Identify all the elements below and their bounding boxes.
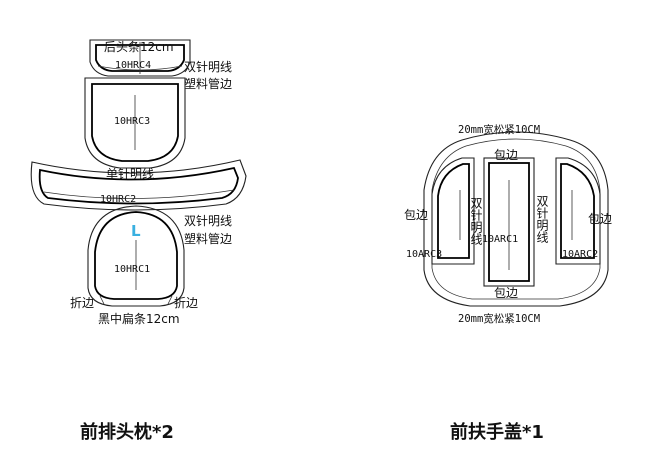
label-top-strip: 后头条12cm: [104, 40, 174, 54]
label-double-stitch-mid: 双针明线: [184, 213, 232, 228]
label-fold-right: 折边: [174, 295, 198, 310]
caption-front-armrest: 前扶手盖*1: [450, 421, 544, 443]
label-stitch-right: 双针明线: [535, 195, 549, 243]
label-stitch-left: 双针明线: [469, 197, 483, 245]
piece-10hrc1: [87, 205, 185, 307]
label-plastic-piping-top: 塑料管边: [184, 76, 232, 91]
caption-front-headrest: 前排头枕*2: [80, 421, 174, 443]
label-edge-bottom: 包边: [494, 286, 518, 300]
label-edge-right: 包边: [588, 212, 612, 226]
piece-10arc3: [431, 157, 475, 265]
label-fold-left: 折边: [70, 295, 94, 310]
label-double-stitch-top: 双针明线: [184, 59, 232, 74]
headrest-pattern-group: 后头条12cm 10HRC4 双针明线 塑料管边 10HRC3 单针明线 10H…: [30, 39, 247, 443]
piece-10hrc4: [89, 39, 191, 77]
code-10arc1: 10ARC1: [482, 234, 518, 245]
piece-10arc2: [555, 157, 601, 265]
piece-10hrc3: [84, 77, 186, 169]
elastic-loop-outline: [423, 131, 609, 307]
code-10arc2: 10ARC2: [562, 249, 598, 260]
elastic-loop-inner: [431, 138, 601, 300]
piece-10hrc2: [30, 159, 247, 211]
label-edge-top: 包边: [494, 148, 518, 162]
label-edge-left: 包边: [404, 208, 428, 222]
label-single-stitch: 单针明线: [106, 166, 154, 181]
size-mark: L: [131, 222, 141, 240]
armrest-pattern-group: 10ARC3 10ARC1 10ARC2 20mm宽松紧10CM 包边 包边 包…: [404, 123, 612, 443]
code-10hrc3: 10HRC3: [114, 116, 150, 127]
code-10arc3: 10ARC3: [406, 249, 442, 260]
label-top-elastic: 20mm宽松紧10CM: [458, 123, 540, 136]
piece-10arc1: [483, 157, 535, 287]
label-bottom-elastic: 20mm宽松紧10CM: [458, 312, 540, 325]
code-10hrc2: 10HRC2: [100, 194, 136, 205]
code-10hrc1: 10HRC1: [114, 264, 150, 275]
label-bottom-strip: 黑中扁条12cm: [98, 311, 180, 326]
label-plastic-piping-mid: 塑料管边: [184, 231, 232, 246]
code-10hrc4: 10HRC4: [115, 60, 151, 71]
